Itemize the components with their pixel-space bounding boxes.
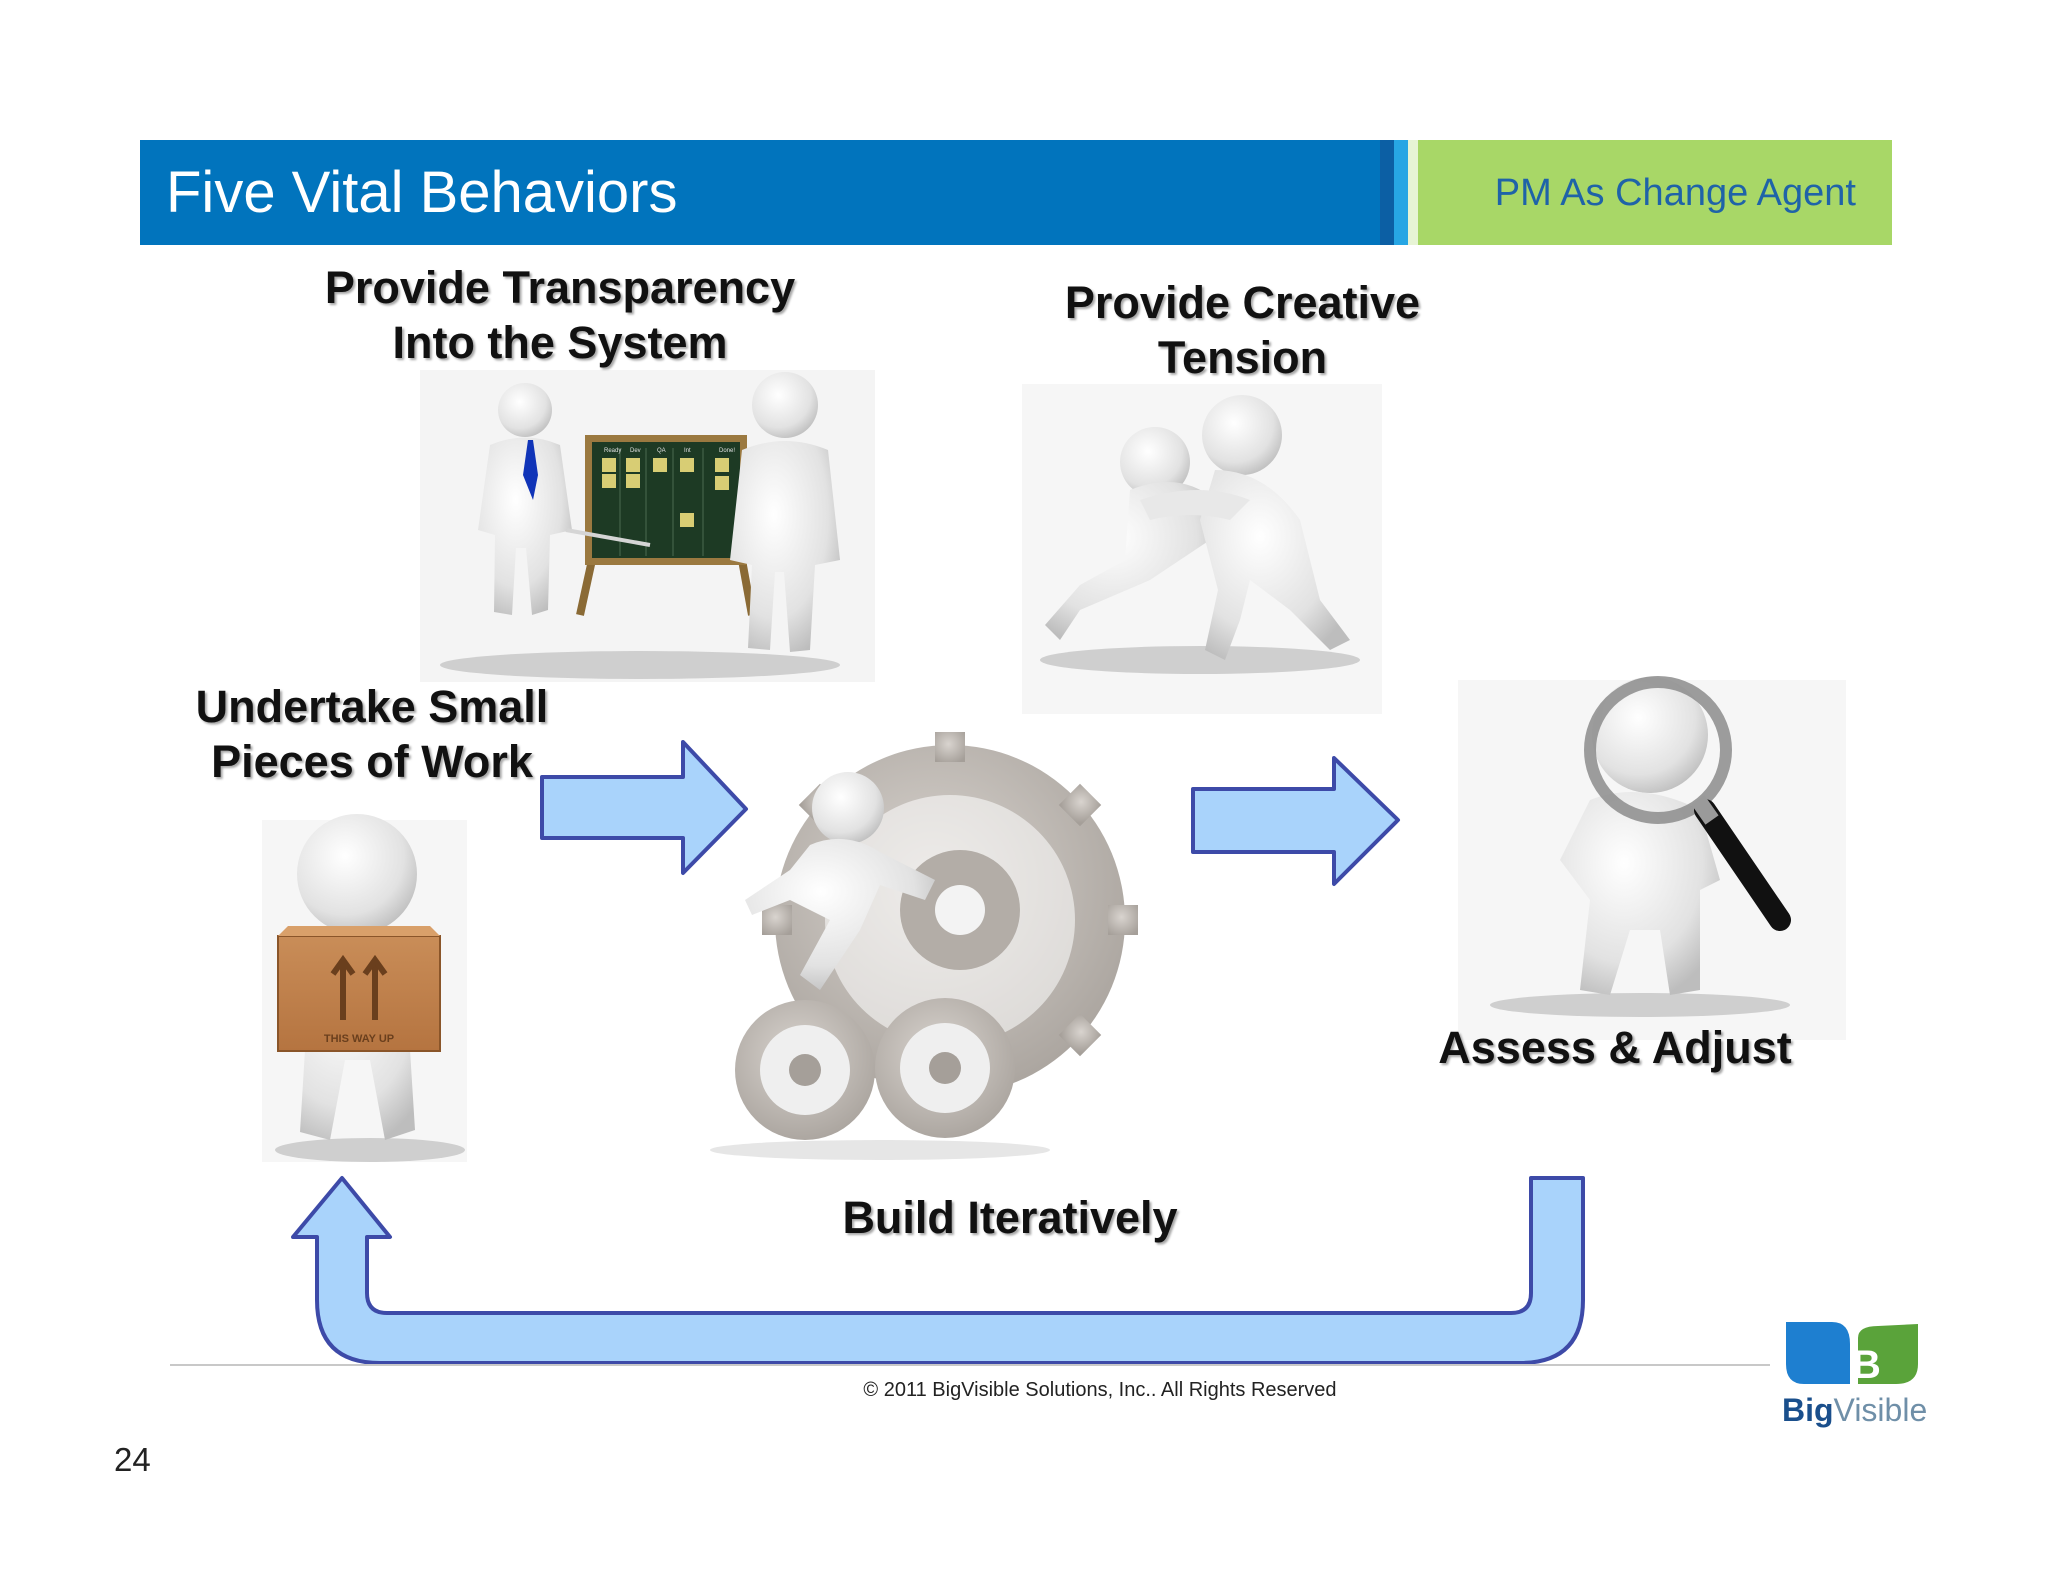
label-transparency: Provide Transparency Into the System xyxy=(324,262,796,368)
observer-figure xyxy=(730,372,840,652)
svg-text:THIS WAY UP: THIS WAY UP xyxy=(324,1033,394,1045)
label-small-pieces: Undertake Small Pieces of Work xyxy=(195,681,549,787)
banner-stripe xyxy=(1408,140,1418,245)
magnifying-glass-icon xyxy=(1584,676,1791,931)
board-column-label: QA xyxy=(657,448,666,454)
bigvisible-logo: B BigVisible xyxy=(1782,1318,1938,1430)
arrow-return xyxy=(291,1176,1585,1365)
section-bar xyxy=(1418,140,1892,245)
svg-text:B: B xyxy=(1852,1343,1881,1387)
climbing-figure xyxy=(745,772,935,990)
board-column-label: Dev xyxy=(630,448,641,454)
arrow-right-1 xyxy=(540,740,748,875)
title-bar xyxy=(140,140,1380,245)
transparency-illustration: Ready Dev QA Int Done! xyxy=(420,370,875,682)
label-build-iteratively: Build Iteratively xyxy=(842,1192,1178,1243)
creative-tension-illustration xyxy=(1022,384,1382,714)
small-pieces-illustration: THIS WAY UP xyxy=(262,814,467,1162)
slide-title: Five Vital Behaviors xyxy=(166,160,678,225)
label-assess-adjust: Assess & Adjust xyxy=(1438,1022,1792,1073)
presenter-figure xyxy=(478,383,651,615)
label-creative-tension: Provide Creative Tension xyxy=(1064,277,1421,383)
footer-divider xyxy=(170,1364,1770,1366)
logo-mark-icon: B xyxy=(1786,1322,1918,1387)
banner-stripe xyxy=(1394,140,1408,245)
copyright-notice: © 2011 BigVisible Solutions, Inc.. All R… xyxy=(863,1379,1337,1401)
board-column-label: Ready xyxy=(604,448,621,454)
medium-gear xyxy=(900,850,1020,970)
section-label: PM As Change Agent xyxy=(1494,172,1856,214)
small-gear-left xyxy=(735,1000,875,1140)
arrow-right-2 xyxy=(1191,756,1400,886)
small-gear-right xyxy=(875,998,1015,1138)
build-iteratively-illustration xyxy=(710,732,1138,1160)
banner-stripe xyxy=(1380,140,1394,245)
assess-adjust-illustration xyxy=(1458,676,1846,1040)
cardboard-box: THIS WAY UP xyxy=(277,926,441,1052)
logo-wordmark: BigVisible xyxy=(1782,1392,1928,1428)
title-banner: Five Vital Behaviors PM As Change Agent xyxy=(140,140,1892,245)
page-number: 24 xyxy=(114,1441,151,1478)
board-column-label: Int xyxy=(684,448,691,454)
board-column-label: Done! xyxy=(719,448,735,454)
